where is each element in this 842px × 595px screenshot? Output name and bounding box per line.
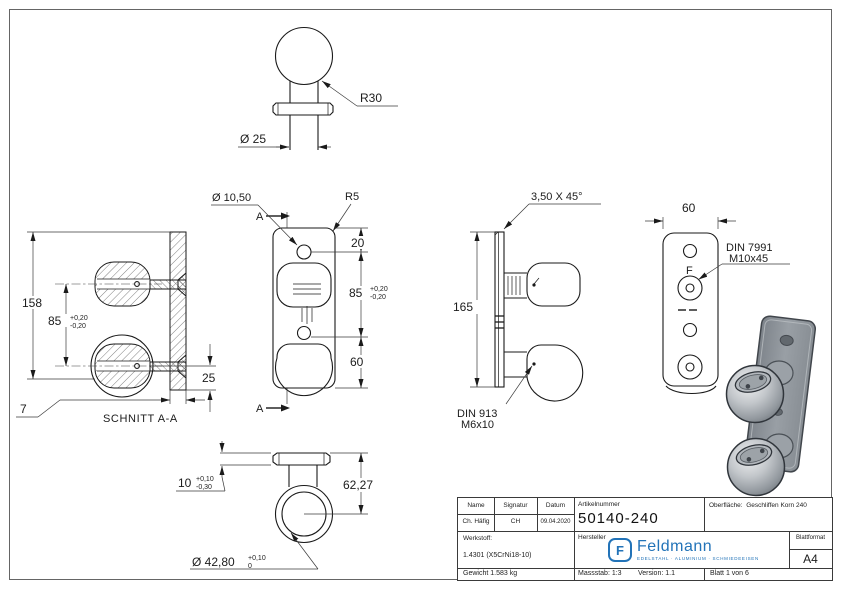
dim-60-rear: 60 (682, 201, 696, 215)
dim-radius-30: R30 (360, 91, 382, 105)
blattformat-value: A4 (803, 552, 818, 566)
artikelnummer-label: Artikelnummer (578, 501, 620, 508)
dim-corner-radius: R5 (345, 191, 359, 203)
signatur-label: Signatur (503, 502, 528, 509)
section-caption: SCHNITT A-A (103, 413, 178, 425)
dim-62-27: 62,27 (343, 478, 373, 492)
dim-85-front-tol-plus: +0,20 (370, 286, 388, 293)
name-value: Ch. Häfig (462, 518, 490, 525)
section-marker-a-top: A (256, 211, 264, 223)
dim-25: 25 (202, 371, 216, 385)
massstab-value: Massstab: 1:3 (578, 570, 622, 577)
feldmann-logo-icon: F (608, 538, 632, 562)
dim-bore-tol-plus: +0,10 (248, 555, 266, 562)
datum-label: Datum (545, 502, 566, 509)
sheet-frame (9, 9, 832, 580)
tb-divider (458, 568, 832, 569)
dim-7: 7 (20, 402, 27, 416)
dim-bore-diameter: Ø 42,80 (192, 555, 235, 569)
feldmann-logo: F Feldmann EDELSTAHL · ALUMINIUM · SCHMI… (608, 538, 759, 562)
dim-85-front: 85 (349, 286, 363, 300)
front-view: A A Ø 10,50 R5 20 85 +0,20 -0,20 60 (211, 191, 394, 415)
rear-view: 60 F DIN 7991 M10x45 (645, 201, 790, 395)
version-value: Version: 1.1 (638, 570, 675, 577)
dim-85-section: 85 (48, 314, 62, 328)
tb-divider (789, 549, 832, 550)
din-7991-line2: M10x45 (729, 253, 768, 265)
feldmann-f-mark: F (686, 265, 693, 277)
tb-divider (704, 568, 705, 580)
din-913-line2: M6x10 (461, 419, 494, 431)
dim-60-front: 60 (350, 355, 364, 369)
gewicht-value: Gewicht 1.583 kg (463, 570, 518, 577)
dim-chamfer: 3,50 X 45° (531, 191, 583, 203)
datum-value: 09.04.2020 (540, 519, 571, 525)
dim-158: 158 (22, 296, 42, 310)
feldmann-logo-brand: Feldmann (637, 538, 713, 555)
dim-85-tol-plus: +0,20 (70, 315, 88, 322)
dim-bore-tol-minus: 0 (248, 563, 252, 570)
name-label: Name (467, 502, 485, 509)
dim-10-tol-plus: +0,10 (196, 476, 214, 483)
blattformat-label: Blattformat (795, 535, 825, 541)
din-913-line1: DIN 913 (457, 408, 497, 420)
dim-10: 10 (178, 476, 192, 490)
oberflaeche-value: Geschliffen Korn 240 (746, 502, 807, 509)
tb-divider (458, 531, 832, 532)
din-7991-line1: DIN 7991 (726, 242, 772, 254)
top-view-ball: Ø 25 R30 (238, 26, 398, 150)
dim-10-tol-minus: -0,30 (196, 484, 212, 491)
tb-divider (537, 498, 538, 531)
tb-divider (574, 498, 575, 580)
render-3d (725, 315, 817, 497)
tb-divider (789, 531, 790, 568)
signatur-value: CH (510, 518, 521, 525)
dim-85-tol-minus: -0,20 (70, 323, 86, 330)
dim-hole-diameter: Ø 10,50 (212, 192, 251, 204)
tb-divider (494, 498, 495, 531)
oberflaeche-label: Oberfläche: (709, 502, 743, 509)
tb-divider (458, 514, 574, 515)
side-view: 3,50 X 45° DIN 913 M6x10 165 (451, 191, 601, 431)
feldmann-logo-f: F (616, 542, 624, 558)
feldmann-logo-tagline: EDELSTAHL · ALUMINIUM · SCHMIEDEEISEN (637, 556, 759, 561)
section-view-a-a: 158 85 +0,20 -0,20 25 7 SCHNITT A-A (16, 231, 216, 425)
title-block: Name Signatur Datum Ch. Häfig CH 09.04.2… (457, 497, 833, 581)
dim-165: 165 (453, 300, 473, 314)
oberflaeche: Oberfläche: Geschliffen Korn 240 (709, 502, 807, 509)
dim-diameter-25: Ø 25 (240, 132, 266, 146)
werkstoff-value: 1.4301 (X5CrNi18-10) (463, 552, 532, 559)
dim-20: 20 (351, 236, 365, 250)
werkstoff-label: Werkstoff: (463, 535, 493, 542)
dim-85-front-tol-minus: -0,20 (370, 294, 386, 301)
artikelnummer-value: 50140-240 (578, 510, 659, 527)
blatt-value: Blatt 1 von 6 (710, 570, 749, 577)
bottom-view: 62,27 10 +0,10 -0,30 Ø 42,80 +0,10 0 (176, 441, 381, 570)
tb-divider (704, 498, 705, 531)
section-marker-a-bottom: A (256, 403, 264, 415)
hersteller-label: Hersteller (578, 534, 606, 541)
